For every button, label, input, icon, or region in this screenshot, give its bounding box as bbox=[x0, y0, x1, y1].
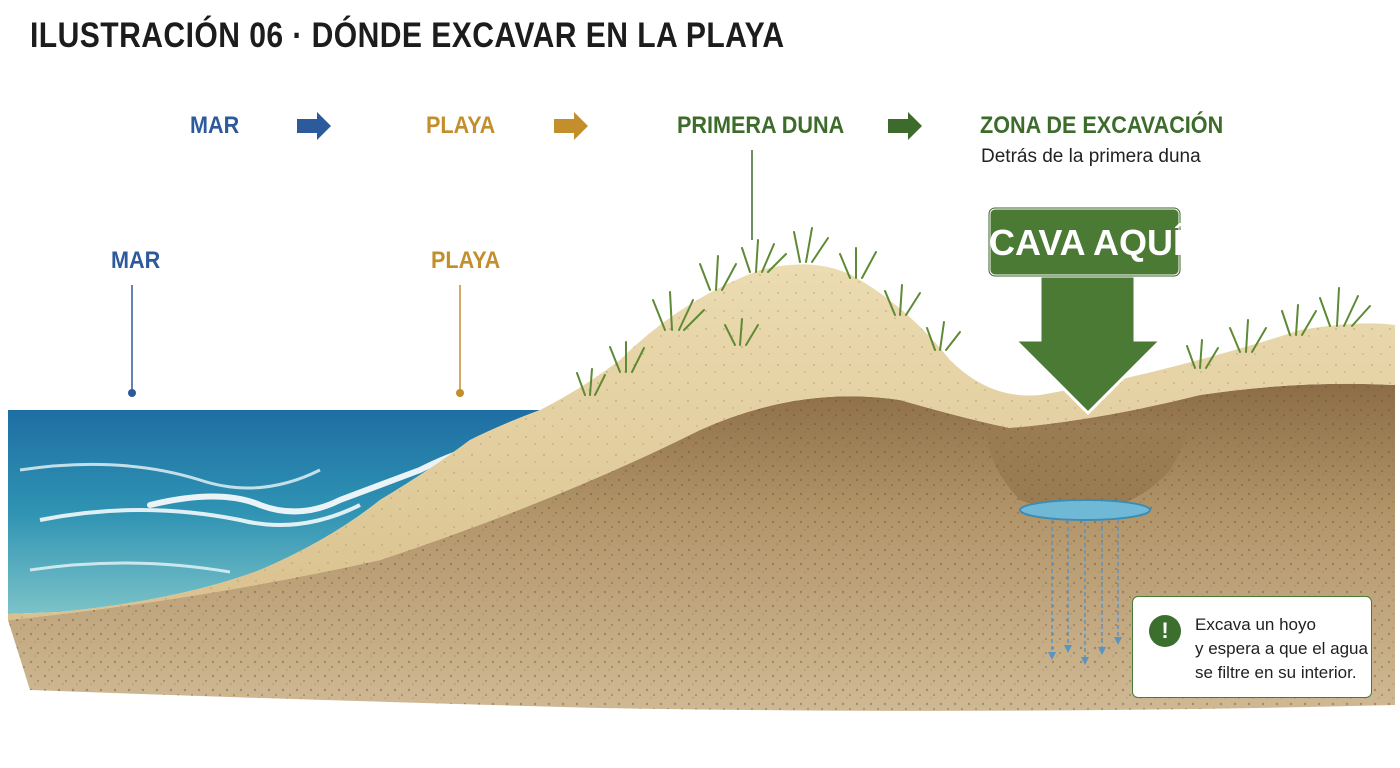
page-title: ILUSTRACIÓN 06 · DÓNDE EXCAVAR EN LA PLA… bbox=[30, 16, 785, 55]
note-line: y espera a que el agua bbox=[1195, 639, 1368, 658]
info-note: ! Excava un hoyo y espera a que el agua … bbox=[1132, 596, 1372, 698]
dig-here-callout bbox=[987, 206, 1182, 416]
dig-here-label: CAVA AQUÍ bbox=[989, 222, 1183, 263]
flow-step-dig-zone: ZONA DE EXCAVACIÓN bbox=[980, 112, 1224, 139]
water-seepage-arrows bbox=[1051, 520, 1119, 660]
flow-arrow bbox=[888, 112, 922, 140]
dig-zone-subtitle: Detrás de la primera duna bbox=[981, 146, 1201, 167]
flow-step-beach: PLAYA bbox=[426, 112, 496, 139]
flow-arrow bbox=[554, 112, 588, 140]
note-line: se filtre en su interior. bbox=[1195, 663, 1357, 682]
note-line: Excava un hoyo bbox=[1195, 615, 1316, 634]
dune-grass bbox=[576, 227, 1371, 396]
wave-foam bbox=[147, 447, 473, 515]
flow-step-dune: PRIMERA DUNA bbox=[677, 112, 845, 139]
wave-crest bbox=[39, 503, 361, 527]
wave-crest bbox=[29, 561, 231, 574]
sea-marker-dot bbox=[128, 389, 136, 397]
wave-crest bbox=[19, 462, 321, 490]
sea-marker-label: MAR bbox=[111, 247, 161, 274]
beach-marker-label: PLAYA bbox=[431, 247, 501, 274]
flow-step-sea: MAR bbox=[190, 112, 240, 139]
water-pool bbox=[1019, 499, 1151, 521]
exclamation-icon: ! bbox=[1149, 615, 1181, 647]
flow-arrow bbox=[297, 112, 331, 140]
beach-marker-dot bbox=[456, 389, 464, 397]
